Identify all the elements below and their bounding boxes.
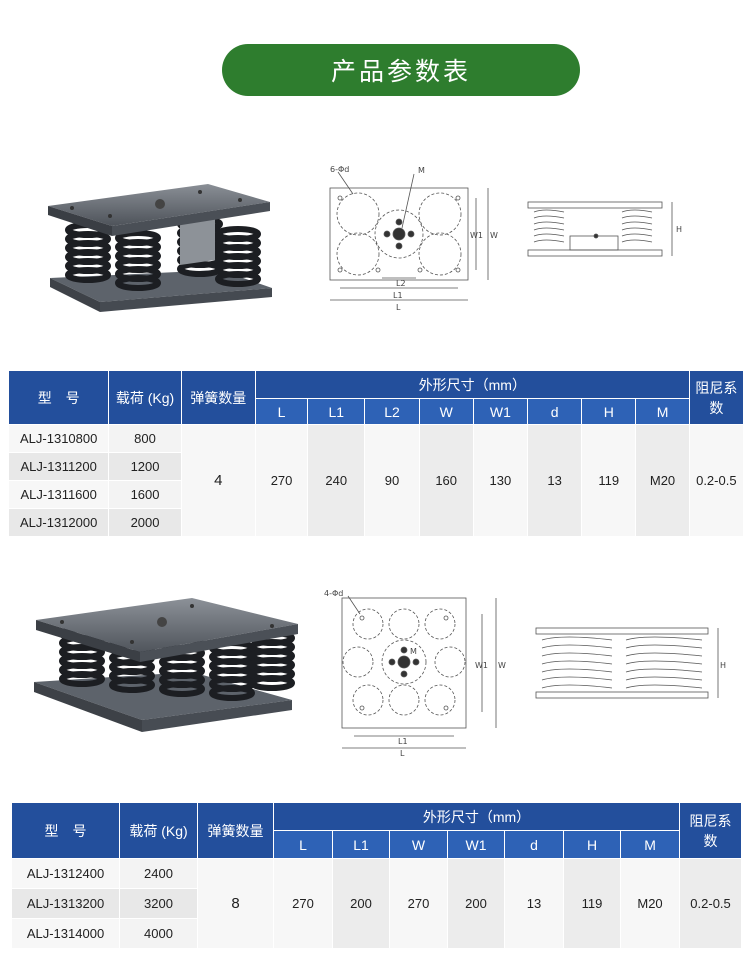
- dim-col-h: H: [563, 830, 621, 859]
- model-cell: ALJ-1314000: [11, 918, 120, 949]
- dim-col-w: W: [389, 830, 448, 859]
- table-row: ALJ-1312000 2000: [7, 508, 744, 537]
- dim-value-m: M20: [619, 858, 681, 949]
- holes-label: 6-Φd: [330, 165, 349, 174]
- dim-value-h: 119: [563, 858, 621, 949]
- dim-value-l1: 240: [307, 424, 366, 537]
- load-cell: 3200: [119, 888, 198, 919]
- load-cell: 2400: [119, 858, 198, 889]
- model-cell: ALJ-1312400: [11, 858, 120, 889]
- holes-label: 4-Φd: [324, 589, 343, 598]
- svg-text:L1: L1: [393, 291, 403, 300]
- dim-value-l: 270: [254, 424, 309, 537]
- side-view-drawing-2: H: [535, 627, 726, 699]
- side-view-drawing-1: H: [527, 201, 682, 257]
- dim-col-h: H: [581, 398, 637, 425]
- svg-text:L2: L2: [396, 279, 406, 288]
- dim-value-d: 13: [504, 858, 564, 949]
- load-cell: 1600: [108, 480, 182, 509]
- product-photo-1: [48, 184, 272, 312]
- load-cell: 1200: [108, 452, 182, 481]
- dim-col-w: W: [418, 398, 474, 425]
- dim-value-m: M20: [635, 424, 690, 537]
- table-row: ALJ-1314000 4000: [11, 918, 742, 949]
- dim-col-l1: L1: [332, 830, 390, 859]
- dim-col-d: d: [504, 830, 564, 859]
- col-header-load: 载荷 (Kg): [119, 802, 198, 859]
- table-row: ALJ-1311200 1200: [7, 452, 744, 481]
- dim-value-w1: 200: [447, 858, 505, 949]
- col-header-springs: 弹簧数量: [197, 802, 274, 859]
- top-view-drawing-2: 4-Φd M L1 L W1 W: [324, 589, 506, 758]
- table-row: ALJ-1312400 2400 8 270 200 270 200 13 11…: [11, 858, 743, 949]
- springs-cell: 4: [180, 424, 256, 537]
- load-cell: 800: [108, 424, 182, 453]
- model-cell: ALJ-1311600: [7, 480, 110, 509]
- page-title: 产品参数表: [222, 44, 580, 96]
- col-header-springs: 弹簧数量: [180, 370, 256, 425]
- top-view-drawing-1: 6-Φd M L2 L1 L W1 W: [329, 165, 498, 312]
- svg-text:H: H: [676, 225, 682, 234]
- svg-text:H: H: [720, 661, 726, 670]
- dim-value-w: 270: [389, 858, 448, 949]
- dim-value-l2: 90: [364, 424, 420, 537]
- dim-value-d: 13: [526, 424, 583, 537]
- load-cell: 2000: [108, 508, 182, 537]
- col-header-damping: 阻尼系数: [679, 802, 743, 859]
- svg-text:W1: W1: [470, 231, 483, 240]
- dim-col-l1: L1: [307, 398, 366, 425]
- model-cell: ALJ-1311200: [7, 452, 110, 481]
- springs-cell: 8: [197, 858, 274, 949]
- dim-col-l2: L2: [364, 398, 420, 425]
- svg-text:W: W: [498, 661, 506, 670]
- damping-cell: 0.2-0.5: [688, 424, 745, 537]
- dim-col-m: M: [619, 830, 681, 859]
- dim-col-l: L: [254, 398, 309, 425]
- col-header-model: 型 号: [7, 370, 110, 425]
- dim-value-l: 270: [273, 858, 333, 949]
- col-header-load: 载荷 (Kg): [108, 370, 182, 425]
- dim-col-d: d: [526, 398, 583, 425]
- col-header-dims: 外形尺寸（mm）: [254, 370, 690, 399]
- dim-col-l: L: [273, 830, 333, 859]
- damping-cell: 0.2-0.5: [679, 858, 743, 949]
- svg-text:L: L: [396, 303, 401, 312]
- spec-table-2: 型 号 载荷 (Kg) 弹簧数量 外形尺寸（mm） 阻尼系数 L L1 W W1…: [11, 802, 743, 949]
- dim-col-m: M: [635, 398, 690, 425]
- model-cell: ALJ-1310800: [7, 424, 110, 453]
- svg-text:W1: W1: [475, 661, 488, 670]
- dim-value-w: 160: [418, 424, 474, 537]
- col-header-damping: 阻尼系数: [688, 370, 745, 425]
- spec-table-1: 型 号 载荷 (Kg) 弹簧数量 外形尺寸（mm） 阻尼系数 L L1 L2 W…: [7, 370, 745, 537]
- svg-text:L: L: [400, 749, 405, 758]
- svg-text:M: M: [410, 647, 417, 656]
- svg-text:M: M: [418, 166, 425, 175]
- dim-value-l1: 200: [332, 858, 390, 949]
- dim-col-w1: W1: [472, 398, 528, 425]
- product-photo-2: [34, 598, 298, 732]
- col-header-model: 型 号: [11, 802, 120, 859]
- dim-value-w1: 130: [472, 424, 528, 537]
- table-row: ALJ-1310800 800 4 270 240 90 160 130 13 …: [7, 424, 745, 537]
- svg-text:W: W: [490, 231, 498, 240]
- dim-col-w1: W1: [447, 830, 505, 859]
- model-cell: ALJ-1312000: [7, 508, 110, 537]
- table-row: ALJ-1313200 3200: [11, 888, 742, 919]
- svg-text:L1: L1: [398, 737, 408, 746]
- load-cell: 4000: [119, 918, 198, 949]
- col-header-dims: 外形尺寸（mm）: [272, 802, 681, 831]
- dim-value-h: 119: [581, 424, 637, 537]
- model-cell: ALJ-1313200: [11, 888, 120, 919]
